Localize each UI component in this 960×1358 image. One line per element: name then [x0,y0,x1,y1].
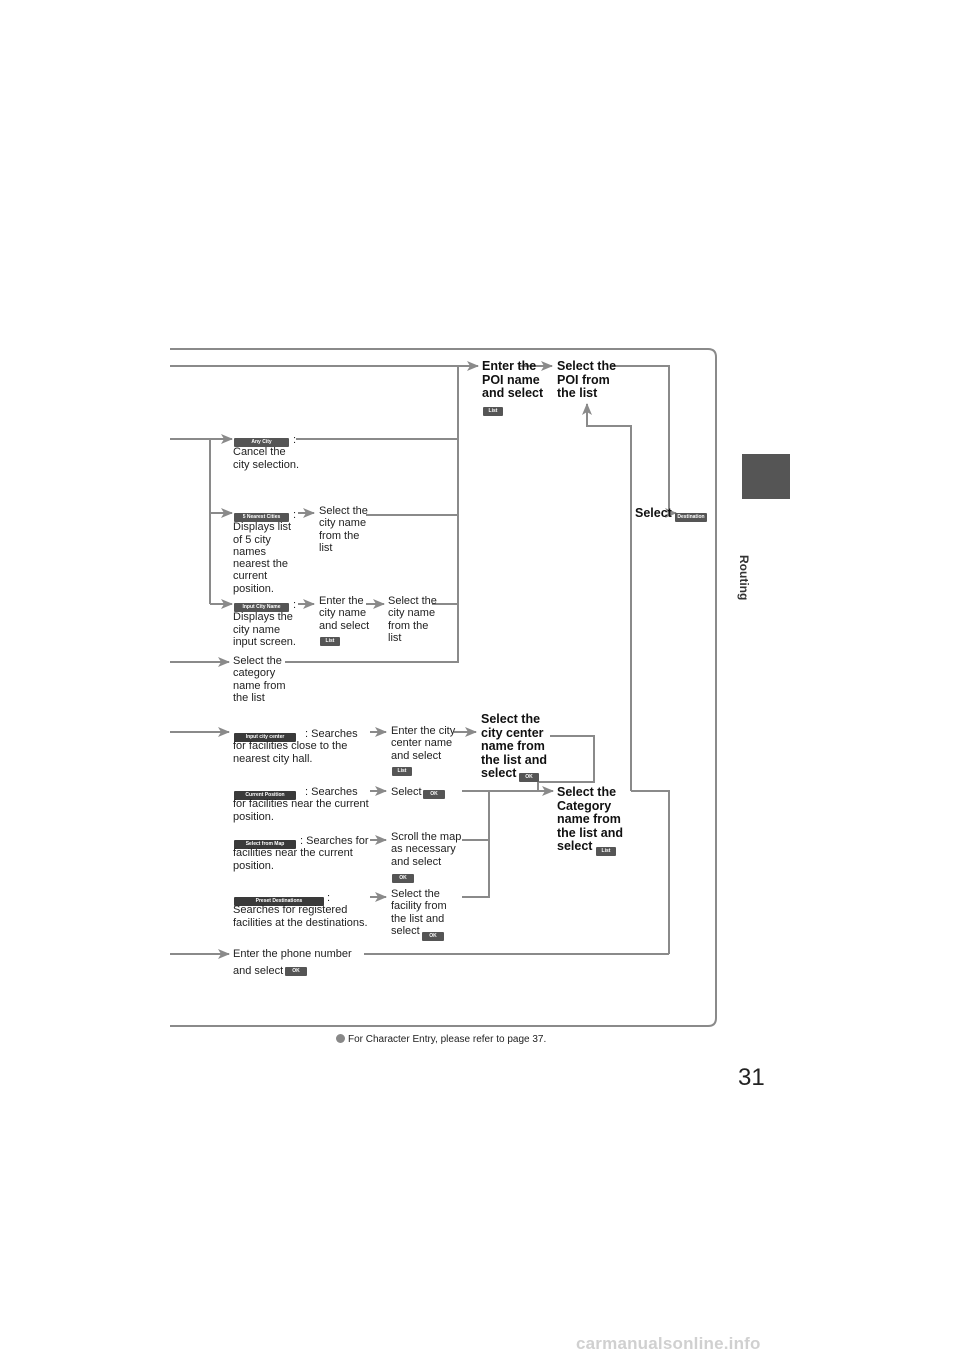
preset-destinations-button: Preset Destinations [234,897,324,907]
ok-button: OK [519,773,539,783]
poi-select-step: Select the POI from the list [557,359,617,401]
current-position-description: : Searches for facilities near the curre… [233,786,369,823]
poi-enter-step: Enter the POI name and select [482,359,544,401]
frame [170,348,717,1027]
character-entry-note: For Character Entry, please refer to pag… [336,1034,546,1045]
section-tab-label: Routing [737,555,751,601]
any-city-button: Any City [234,438,289,448]
phone-number-step: Enter the phone number and select [233,948,352,977]
city-center-enter-step: Enter the city center name and select [391,725,456,762]
watermark: carmanualsonline.info [576,1334,761,1353]
list-button: List [483,407,503,417]
list-button: List [392,767,412,777]
input-city-center-button: Input city center [234,733,296,743]
page-number: 31 [738,1064,765,1091]
select-from-map-button: Select from Map [234,840,296,850]
ok-button: OK [422,932,444,942]
preset-destinations-description: : Searches for registered facilities at … [233,892,368,929]
list-button: List [320,637,340,647]
map-scroll-step: Scroll the map as necessary and select [391,831,462,868]
preset-facility-select-step: Select the facility from the list and se… [391,888,447,937]
ok-button: OK [285,967,307,977]
bullet-icon [336,1034,345,1043]
category-select-step: Select the category name from the list [233,655,286,704]
city-center-description: : Searches for facilities close to the n… [233,728,358,765]
input-city-name-button: Input City Name [234,603,289,613]
input-city-name-description: : Displays the city name input screen. [233,599,297,648]
category-result-step: Select the Category name from the list a… [557,785,623,854]
nearest-cities-button: 5 Nearest Cities [234,513,289,523]
ok-button: OK [423,790,445,800]
input-city-select-step: Select the city name from the list [388,595,437,644]
select-from-map-description: : Searches for facilities near the curre… [233,835,369,872]
city-center-select-step: Select the city center name from the lis… [481,712,547,781]
section-tab-block [742,454,790,499]
ok-button: OK [392,874,414,884]
nearest-cities-description: : Displays list of 5 city names nearest … [233,509,297,595]
nearest-city-select-step: Select the city name from the list [319,505,368,554]
any-city-description: : Cancel the city selection. [233,434,300,471]
destination-button: Destination [675,513,707,523]
select-destination-label: Select [635,506,672,520]
input-city-enter-step: Enter the city name and select [319,595,370,632]
current-position-button: Current Position [234,791,296,801]
list-button: List [596,847,616,857]
current-position-select-step: Select [391,786,422,798]
